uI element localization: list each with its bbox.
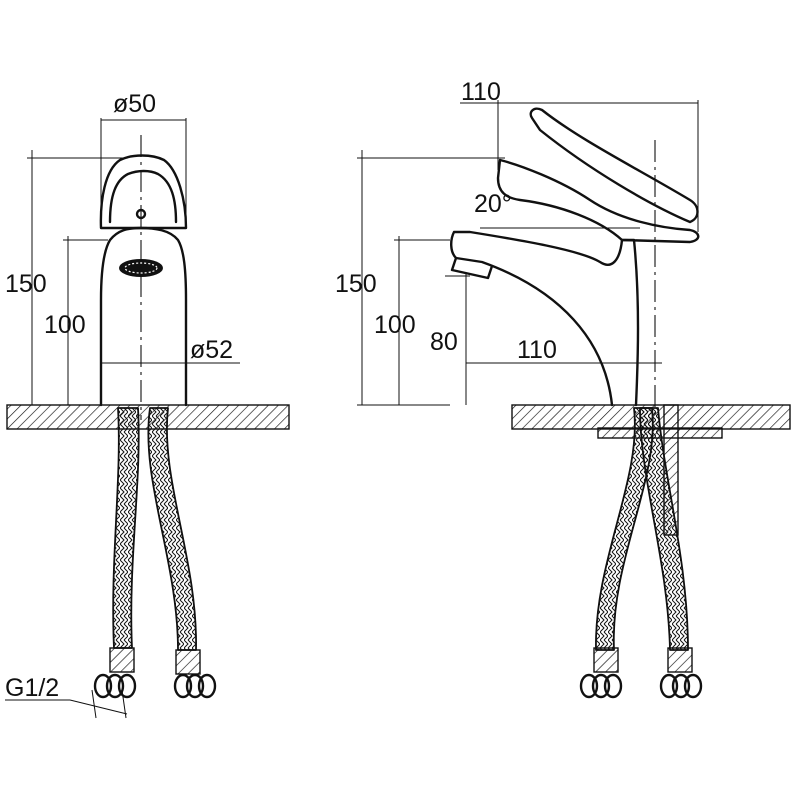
side-hose-fitting-right [659, 647, 703, 699]
side-handle [496, 158, 700, 244]
front-faucet-body [99, 226, 188, 407]
side-faucet-body [450, 230, 640, 407]
front-dim-top-diameter: ø50 [113, 90, 156, 118]
side-hose-fitting-left [579, 647, 623, 699]
side-dim-spout-reach: 110 [517, 336, 557, 364]
side-dim-lever-reach: 110 [461, 78, 501, 106]
front-view: ø50 150 100 ø52 G1/2 [5, 90, 290, 719]
front-hose-fitting-right [173, 649, 217, 699]
front-handle [99, 154, 188, 230]
front-dim-height-spout: 100 [44, 311, 86, 339]
front-hose-right [147, 407, 197, 651]
side-view: 110 20° 150 100 80 110 [335, 78, 791, 699]
front-dim-base-diameter: ø52 [190, 336, 233, 364]
side-dim-height-outlet: 80 [430, 328, 458, 356]
front-hose-left [112, 407, 140, 649]
side-handle-raised [529, 107, 699, 224]
side-dim-height-spout: 100 [374, 311, 416, 339]
side-dim-height-total: 150 [335, 270, 377, 298]
side-dim-lever-angle: 20° [474, 190, 512, 218]
front-hose-fitting-left [93, 647, 137, 699]
side-spout-outlet [450, 256, 494, 280]
front-thread-label: G1/2 [5, 674, 59, 702]
front-dim-height-total: 150 [5, 270, 47, 298]
